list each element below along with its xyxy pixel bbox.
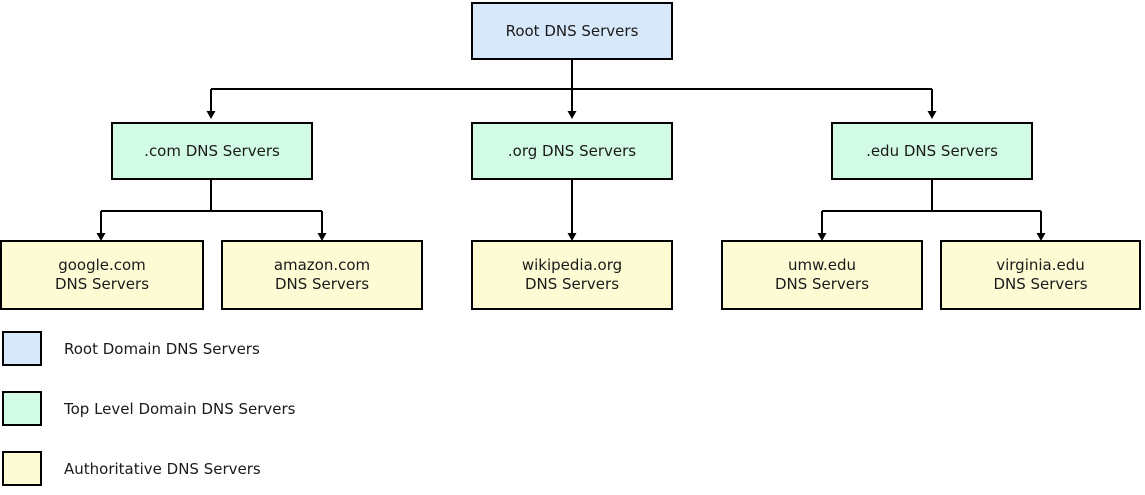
legend-swatch-top-level-domain (2, 391, 42, 426)
legend-item-top-level-domain: Top Level Domain DNS Servers (2, 391, 295, 426)
edge-edu-to-children (817, 180, 1046, 241)
edge-com-to-children (96, 180, 327, 241)
node-wikipedia-org-dns-servers[interactable]: wikipedia.org DNS Servers (471, 240, 673, 310)
node-google-com-dns-servers[interactable]: google.com DNS Servers (0, 240, 204, 310)
legend-item-root-domain: Root Domain DNS Servers (2, 331, 260, 366)
node-virginia-edu-dns-servers[interactable]: virginia.edu DNS Servers (940, 240, 1141, 310)
legend-label: Authoritative DNS Servers (64, 459, 261, 478)
node-root-dns-servers[interactable]: Root DNS Servers (471, 2, 673, 60)
legend-item-authoritative: Authoritative DNS Servers (2, 451, 261, 486)
node-label: umw.edu DNS Servers (774, 256, 870, 293)
legend-swatch-root-domain (2, 331, 42, 366)
node-org-dns-servers[interactable]: .org DNS Servers (471, 122, 673, 180)
legend-swatch-authoritative (2, 451, 42, 486)
legend-label: Top Level Domain DNS Servers (64, 399, 296, 418)
node-label: google.com DNS Servers (54, 256, 150, 293)
node-amazon-com-dns-servers[interactable]: amazon.com DNS Servers (221, 240, 423, 310)
node-label: Root DNS Servers (505, 21, 639, 40)
node-label: amazon.com DNS Servers (273, 256, 371, 293)
node-label: .edu DNS Servers (866, 141, 998, 160)
node-label: .com DNS Servers (144, 141, 280, 160)
node-edu-dns-servers[interactable]: .edu DNS Servers (831, 122, 1033, 180)
node-label: .org DNS Servers (507, 141, 637, 160)
legend-label: Root Domain DNS Servers (64, 339, 260, 358)
node-umw-edu-dns-servers[interactable]: umw.edu DNS Servers (721, 240, 923, 310)
node-label: wikipedia.org DNS Servers (521, 256, 623, 293)
node-label: virginia.edu DNS Servers (993, 256, 1088, 293)
edge-root-to-tlds (206, 60, 937, 119)
node-com-dns-servers[interactable]: .com DNS Servers (111, 122, 313, 180)
